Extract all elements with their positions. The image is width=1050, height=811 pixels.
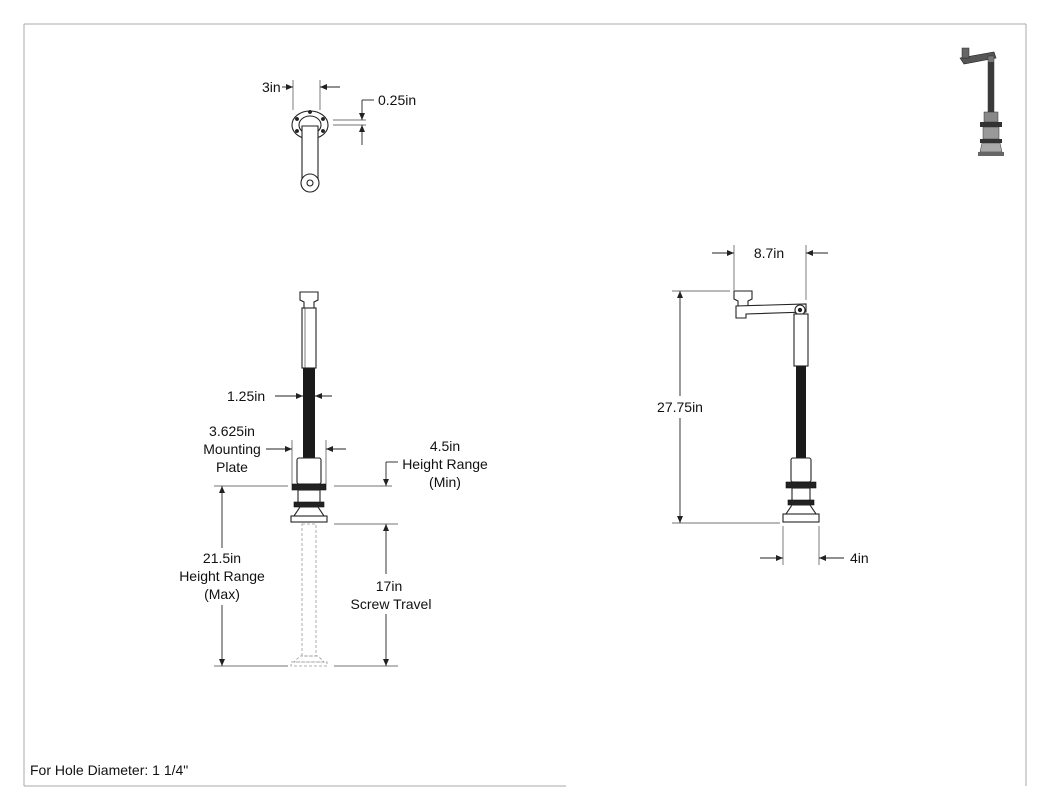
plate-dim-line2: Plate (216, 459, 248, 475)
front-view: 1.25in 3.625in Mounting Plate 4.5in Heig… (179, 291, 488, 667)
top-view: 3in 0.25in (262, 79, 416, 193)
footer-note: For Hole Diameter: 1 1/4" (30, 762, 188, 778)
min-height-value: 4.5in (430, 438, 460, 454)
travel-value: 17in (376, 578, 402, 594)
min-height-line2: (Min) (429, 474, 461, 490)
plate-dim-line1: Mounting (203, 441, 261, 457)
iso-thumbnail (959, 47, 1004, 156)
side-thread-section (796, 366, 806, 458)
min-height-line1: Height Range (402, 456, 488, 472)
total-height-dim: 27.75in (657, 399, 703, 415)
max-height-line2: (Max) (204, 586, 240, 602)
top-thickness-dim: 0.25in (378, 92, 416, 108)
foot-dim: 4in (850, 550, 869, 566)
travel-line1: Screw Travel (351, 596, 432, 612)
top-width-dim: 3in (262, 79, 281, 95)
arm-reach-dim: 8.7in (754, 245, 784, 261)
max-height-value: 21.5in (203, 550, 241, 566)
max-height-line1: Height Range (179, 568, 265, 584)
screw-diameter-dim: 1.25in (227, 388, 265, 404)
plate-dim-value: 3.625in (209, 423, 255, 439)
thread-section (303, 368, 315, 458)
sheet-border (23, 23, 1027, 787)
side-view: 8.7in 27.75in 4in (657, 245, 869, 566)
